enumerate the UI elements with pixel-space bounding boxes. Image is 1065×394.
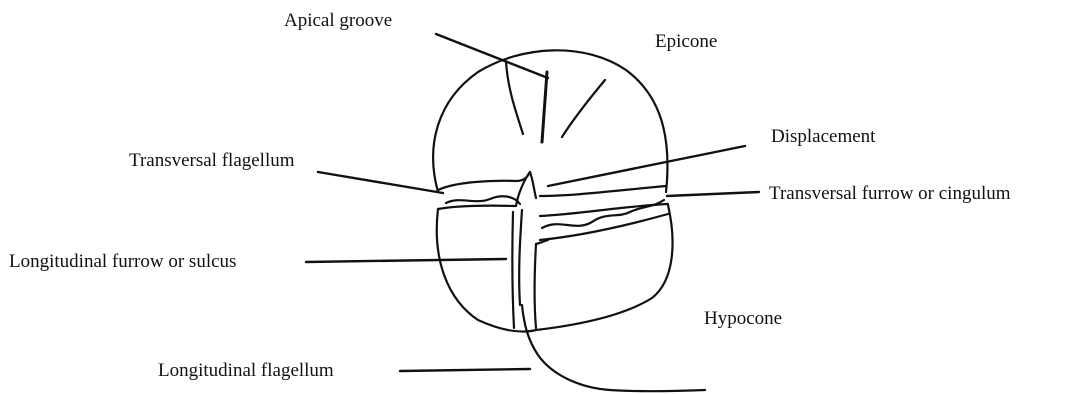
sulcus-right-edge bbox=[535, 244, 537, 328]
cell-body bbox=[433, 50, 705, 391]
apical-plate-line-right bbox=[562, 80, 605, 137]
cingulum-lower-right bbox=[540, 204, 668, 216]
cingulum-bottom-right bbox=[540, 214, 668, 240]
leader-longitudinal-furrow bbox=[306, 259, 506, 262]
leader-lines bbox=[306, 34, 759, 371]
label-transversal-furrow: Transversal furrow or cingulum bbox=[769, 183, 1011, 204]
label-longitudinal-flagellum: Longitudinal flagellum bbox=[158, 360, 334, 381]
leader-longitudinal-flagellum bbox=[400, 369, 530, 371]
epicone-outline bbox=[433, 50, 667, 192]
label-transversal-flagellum: Transversal flagellum bbox=[129, 150, 295, 171]
label-epicone: Epicone bbox=[655, 31, 717, 52]
sulcus-left-edge bbox=[512, 212, 514, 328]
cingulum-lower-left bbox=[438, 206, 515, 209]
leader-displacement bbox=[548, 146, 745, 186]
label-apical-groove: Apical groove bbox=[284, 10, 392, 31]
label-displacement: Displacement bbox=[771, 126, 876, 147]
label-longitudinal-furrow: Longitudinal furrow or sulcus bbox=[9, 251, 236, 272]
apical-groove-line bbox=[542, 72, 547, 142]
sulcus-inner-line bbox=[519, 210, 522, 305]
longitudinal-flagellum bbox=[522, 305, 705, 391]
leader-apical-groove bbox=[436, 34, 548, 78]
leader-transversal-furrow bbox=[667, 192, 759, 196]
labels: Apical groove Epicone Displacement Trans… bbox=[9, 10, 1011, 381]
leader-transversal-flagellum bbox=[318, 172, 443, 193]
displacement-hook bbox=[516, 172, 536, 206]
cingulum-upper-right bbox=[540, 186, 666, 196]
label-hypocone: Hypocone bbox=[704, 308, 782, 329]
cingulum-flagellum-left bbox=[446, 196, 520, 204]
cingulum-upper-left bbox=[438, 172, 530, 190]
apical-plate-line-left bbox=[506, 62, 523, 134]
